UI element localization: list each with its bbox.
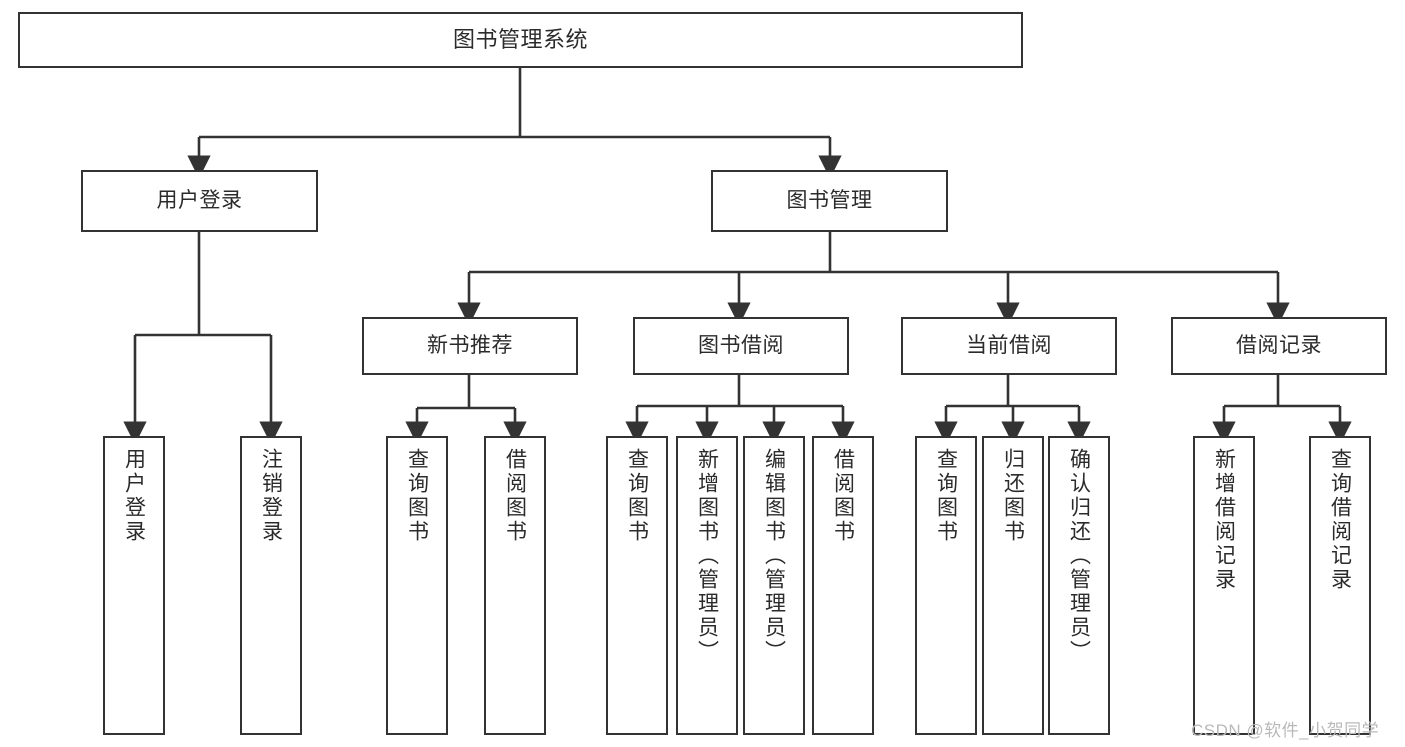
node-label: 图书管理 xyxy=(786,188,873,212)
leaf-recommend-borrow-book[interactable]: 借阅图书 xyxy=(484,436,546,735)
node-book-management[interactable]: 图书管理 xyxy=(711,170,948,232)
node-label: 注销登录 xyxy=(259,448,283,544)
leaf-record-query-borrow-record[interactable]: 查询借阅记录 xyxy=(1309,436,1371,735)
leaf-record-add-borrow-record[interactable]: 新增借阅记录 xyxy=(1193,436,1255,735)
leaf-borrow-query-book[interactable]: 查询图书 xyxy=(606,436,668,735)
node-label: 图书借阅 xyxy=(698,333,784,357)
leaf-current-query-book[interactable]: 查询图书 xyxy=(915,436,977,735)
node-book-borrow[interactable]: 图书借阅 xyxy=(633,317,849,375)
node-label: 用户登录 xyxy=(156,188,243,212)
node-current-borrow[interactable]: 当前借阅 xyxy=(901,317,1117,375)
node-label: 新增借阅记录 xyxy=(1212,448,1236,592)
csdn-watermark: CSDN @软件_小贺同学 xyxy=(1191,721,1380,740)
node-label: 查询借阅记录 xyxy=(1328,448,1352,592)
node-user-login[interactable]: 用户登录 xyxy=(81,170,318,232)
leaf-borrow-borrow-book[interactable]: 借阅图书 xyxy=(812,436,874,735)
leaf-current-return-book[interactable]: 归还图书 xyxy=(982,436,1044,735)
leaf-user-logout[interactable]: 注销登录 xyxy=(240,436,302,735)
node-label: 当前借阅 xyxy=(966,333,1052,357)
node-borrow-record[interactable]: 借阅记录 xyxy=(1171,317,1387,375)
node-label: 编辑图书（管理员） xyxy=(762,448,786,664)
leaf-borrow-add-book-admin[interactable]: 新增图书（管理员） xyxy=(676,436,738,735)
node-label: 新书推荐 xyxy=(427,333,513,357)
leaf-recommend-query-book[interactable]: 查询图书 xyxy=(386,436,448,735)
node-label: 借阅记录 xyxy=(1236,333,1322,357)
node-label: 归还图书 xyxy=(1001,448,1025,544)
leaf-current-confirm-return-admin[interactable]: 确认归还（管理员） xyxy=(1048,436,1110,735)
leaf-user-login[interactable]: 用户登录 xyxy=(103,436,165,735)
node-label: 图书管理系统 xyxy=(452,27,588,53)
node-label: 用户登录 xyxy=(122,448,146,544)
node-label: 查询图书 xyxy=(934,448,958,544)
node-label: 查询图书 xyxy=(405,448,429,544)
node-label: 借阅图书 xyxy=(831,448,855,544)
node-label: 确认归还（管理员） xyxy=(1067,448,1091,664)
node-label: 查询图书 xyxy=(625,448,649,544)
node-label: 新增图书（管理员） xyxy=(695,448,719,664)
node-label: 借阅图书 xyxy=(503,448,527,544)
node-root-book-management-system[interactable]: 图书管理系统 xyxy=(18,12,1023,68)
leaf-borrow-edit-book-admin[interactable]: 编辑图书（管理员） xyxy=(743,436,805,735)
node-new-book-recommend[interactable]: 新书推荐 xyxy=(362,317,578,375)
